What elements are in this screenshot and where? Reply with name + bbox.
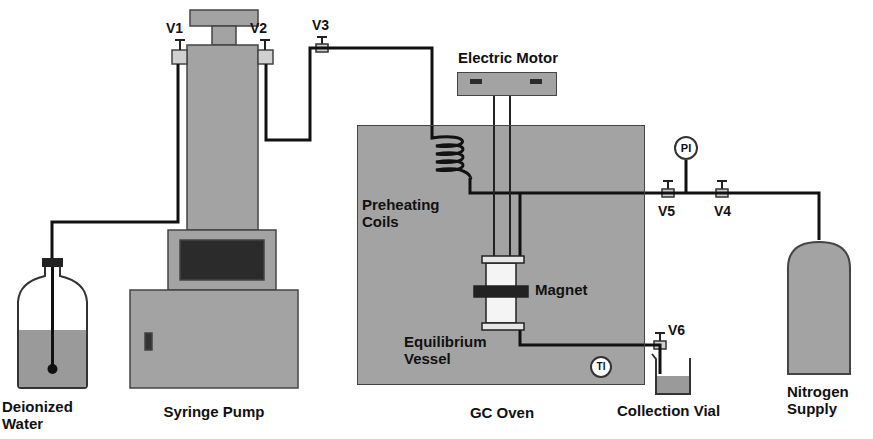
label-holder: PI <box>676 138 696 158</box>
syringe-pump-body <box>130 10 298 388</box>
outlet-tube <box>520 330 645 345</box>
motor-slot <box>470 79 482 84</box>
valve-label: V2 <box>250 20 267 37</box>
valve-handle <box>260 40 270 50</box>
water-bottle: Deionized Water <box>15 258 90 390</box>
label-holder: Nitrogen Supply <box>787 383 869 417</box>
label-holder: V3 <box>312 17 329 34</box>
label-holder: Preheating Coils <box>362 196 448 230</box>
label-holder: Equilibrium Vessel <box>404 333 488 367</box>
collection-vial: Collection Vial <box>650 352 696 396</box>
valve-label: V5 <box>658 203 675 220</box>
label-holder: Magnet <box>535 281 588 298</box>
tube-line <box>645 345 660 374</box>
pump-stem <box>212 26 236 45</box>
liquid-fill <box>657 376 689 393</box>
motor-slot <box>530 79 542 84</box>
valve-label: V1 <box>166 20 183 37</box>
equilibrium-vessel <box>474 256 528 330</box>
node-label: TI <box>597 362 606 372</box>
label-holder: V4 <box>714 203 731 220</box>
valve-bodies <box>316 44 728 349</box>
tube-line <box>266 48 432 140</box>
label-holder: Deionized Water <box>2 398 92 432</box>
node-label: PI <box>681 143 691 154</box>
pump-column <box>187 45 258 230</box>
pump-port <box>172 50 187 64</box>
valve-handle <box>175 40 185 50</box>
valve-label: V4 <box>714 203 731 220</box>
vessel-cap <box>482 256 524 263</box>
part-label: Equilibrium Vessel <box>404 333 488 367</box>
part-label: Magnet <box>535 281 588 298</box>
stirrer-rod <box>493 96 495 256</box>
beaker-glass <box>652 354 690 394</box>
node-label: GC Oven <box>358 404 646 421</box>
node-label: Syringe Pump <box>130 403 298 420</box>
pump-cap <box>190 10 258 26</box>
node-label: Nitrogen Supply <box>787 383 869 417</box>
preheating-coil <box>432 125 645 193</box>
valve-label: V6 <box>668 322 685 339</box>
pump-screen <box>180 240 264 280</box>
pump-base <box>130 290 298 388</box>
electric-motor: Electric Motor <box>457 72 557 96</box>
node-label: Collection Vial <box>617 402 727 419</box>
pump-switch <box>145 333 152 350</box>
label-holder: TI <box>592 358 610 376</box>
valve-handle <box>717 181 727 189</box>
bottle-glass <box>18 266 87 388</box>
suction-tube <box>51 267 54 366</box>
label-holder: V2 <box>250 20 267 37</box>
label-holder: V5 <box>658 203 675 220</box>
label-holder: Electric Motor <box>428 49 588 66</box>
magnet-bar <box>474 286 528 297</box>
part-label: Preheating Coils <box>362 196 448 230</box>
nitrogen-cylinder: Nitrogen Supply <box>785 240 853 376</box>
inlet-tube <box>519 193 522 256</box>
pump-head <box>168 230 276 290</box>
pump-port <box>258 50 273 64</box>
bottle-cap <box>42 258 63 267</box>
valve-handle <box>663 181 673 189</box>
label-holder: Syringe Pump <box>130 403 298 420</box>
valve-handle <box>317 37 327 44</box>
tube-line <box>52 64 178 258</box>
node-label: Deionized Water <box>2 398 92 432</box>
gauge-stem <box>685 160 688 193</box>
tube-filter <box>48 364 58 374</box>
node-label: Electric Motor <box>428 49 588 66</box>
label-holder: V6 <box>668 322 685 339</box>
label-holder: V1 <box>166 20 183 37</box>
water-bottle-outline <box>15 258 90 390</box>
oven-fill <box>357 125 645 385</box>
vessel-cap <box>482 323 524 330</box>
valve-label: V3 <box>312 17 329 34</box>
oven-internals <box>432 125 686 345</box>
stirrer-rod <box>509 96 511 256</box>
pressure-indicator: PI <box>674 136 698 160</box>
nitrogen-cylinder-outline <box>785 240 853 376</box>
gas-cylinder <box>788 242 850 374</box>
label-holder: GC Oven <box>358 404 646 421</box>
valve-handle <box>655 333 665 341</box>
temperature-indicator: TI <box>590 356 612 378</box>
tube-line <box>645 193 819 240</box>
stirrer-rods <box>494 96 510 256</box>
gc-oven: GC OvenTI <box>357 125 645 385</box>
collection-vial-outline <box>650 352 696 396</box>
syringe-pump: Syringe Pump <box>130 10 298 388</box>
label-holder: Collection Vial <box>617 402 727 419</box>
